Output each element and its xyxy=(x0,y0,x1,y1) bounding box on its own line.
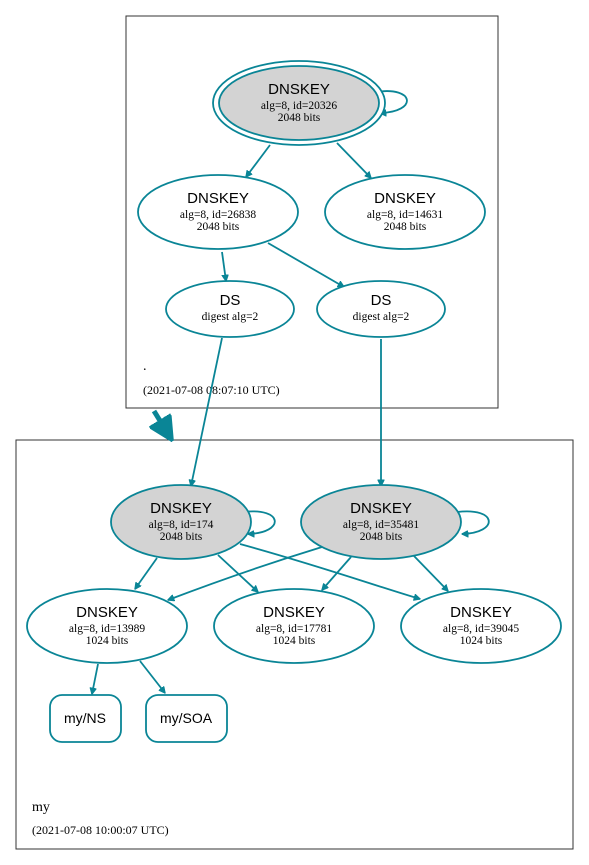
edge-root-zsk1-to-ds2 xyxy=(267,242,344,288)
node-root-ksk[interactable]: DNSKEY alg=8, id=20326 2048 bits xyxy=(212,60,386,146)
node-my-ksk2[interactable]: DNSKEY alg=8, id=35481 2048 bits xyxy=(300,484,462,560)
my-zsk1-title: DNSKEY xyxy=(76,604,138,621)
root-zsk2-line2: 2048 bits xyxy=(384,221,427,233)
edge-my-ksk1-to-zsk2 xyxy=(217,554,258,592)
my-ksk2-shape xyxy=(300,484,462,560)
my-ksk1-line2: 2048 bits xyxy=(160,531,203,543)
root-zsk2-title: DNSKEY xyxy=(374,190,436,207)
ds1-line1: digest alg=2 xyxy=(202,311,259,323)
my-zsk2-title: DNSKEY xyxy=(263,604,325,621)
my-ksk1-title: DNSKEY xyxy=(150,500,212,517)
node-root-zsk1[interactable]: DNSKEY alg=8, id=26838 2048 bits xyxy=(137,174,299,250)
edge-root-zsk1-to-ds1 xyxy=(221,251,226,281)
my-zsk1-shape xyxy=(26,588,188,664)
node-my-zsk3[interactable]: DNSKEY alg=8, id=39045 1024 bits xyxy=(400,588,562,664)
zone-name-root: . xyxy=(143,359,147,374)
node-my-ksk1[interactable]: DNSKEY alg=8, id=174 2048 bits xyxy=(110,484,252,560)
edge-my-ksk2-to-zsk3 xyxy=(413,555,448,591)
my-zsk2-shape xyxy=(213,588,375,664)
edge-my-ksk1-self xyxy=(242,510,276,534)
ds2-title: DS xyxy=(371,292,392,309)
root-zsk1-title: DNSKEY xyxy=(187,190,249,207)
my-zsk2-line2: 1024 bits xyxy=(273,635,316,647)
edge-my-ksk1-to-zsk3 xyxy=(239,543,420,599)
rrset-soa-shape xyxy=(145,694,228,743)
my-zsk1-line2: 1024 bits xyxy=(86,635,129,647)
edge-my-ksk2-to-zsk2 xyxy=(322,556,352,590)
node-rrset-soa[interactable]: my/SOA xyxy=(145,694,228,743)
rrset-soa-label: my/SOA xyxy=(160,710,213,726)
edge-root-ksk-self xyxy=(375,90,408,113)
my-zsk3-line1: alg=8, id=39045 xyxy=(443,623,519,635)
rrset-ns-shape xyxy=(49,694,122,743)
ds1-title: DS xyxy=(220,292,241,309)
root-ksk-title: DNSKEY xyxy=(268,81,330,98)
edge-my-ksk2-self xyxy=(456,510,490,534)
my-zsk3-line2: 1024 bits xyxy=(460,635,503,647)
edge-root-ksk-to-zsk1 xyxy=(246,144,271,177)
zone-name-my: my xyxy=(32,800,50,815)
root-zsk1-line2: 2048 bits xyxy=(197,221,240,233)
rrset-ns-label: my/NS xyxy=(64,710,106,726)
node-root-zsk2[interactable]: DNSKEY alg=8, id=14631 2048 bits xyxy=(324,174,486,250)
root-zsk2-line1: alg=8, id=14631 xyxy=(367,209,443,221)
my-ksk1-line1: alg=8, id=174 xyxy=(149,519,214,531)
node-rrset-ns[interactable]: my/NS xyxy=(49,694,122,743)
edge-my-ksk1-to-zsk1 xyxy=(135,557,158,589)
my-zsk3-shape xyxy=(400,588,562,664)
edge-my-ksk2-to-zsk1 xyxy=(168,546,323,600)
ds2-line1: digest alg=2 xyxy=(353,311,410,323)
zone-timestamp-my: (2021-07-08 10:00:07 UTC) xyxy=(32,823,169,837)
ds1-shape xyxy=(165,280,295,338)
my-ksk1-shape xyxy=(110,484,252,560)
my-zsk3-title: DNSKEY xyxy=(450,604,512,621)
zone-box-root xyxy=(125,15,499,409)
root-ksk-line2: 2048 bits xyxy=(278,112,321,124)
root-zsk2-shape xyxy=(324,174,486,250)
my-zsk2-line1: alg=8, id=17781 xyxy=(256,623,332,635)
zone-box-my xyxy=(15,439,574,850)
node-my-zsk1[interactable]: DNSKEY alg=8, id=13989 1024 bits xyxy=(26,588,188,664)
node-my-zsk2[interactable]: DNSKEY alg=8, id=17781 1024 bits xyxy=(213,588,375,664)
delegation-arrow xyxy=(154,409,170,437)
root-zsk1-line1: alg=8, id=26838 xyxy=(180,209,256,221)
my-ksk2-title: DNSKEY xyxy=(350,500,412,517)
edge-my-zsk1-to-ns xyxy=(92,663,99,694)
edge-my-zsk1-to-soa xyxy=(139,660,165,693)
my-ksk2-line2: 2048 bits xyxy=(360,531,403,543)
node-ds1[interactable]: DS digest alg=2 xyxy=(165,280,295,338)
root-ksk-inner xyxy=(218,65,380,141)
root-zsk1-shape xyxy=(137,174,299,250)
edge-ds1-to-my-ksk1 xyxy=(191,337,223,486)
root-ksk-line1: alg=8, id=20326 xyxy=(261,100,337,112)
edge-root-ksk-to-zsk2 xyxy=(336,142,371,178)
my-zsk1-line1: alg=8, id=13989 xyxy=(69,623,145,635)
ds2-shape xyxy=(316,280,446,338)
node-ds2[interactable]: DS digest alg=2 xyxy=(316,280,446,338)
my-ksk2-line1: alg=8, id=35481 xyxy=(343,519,419,531)
